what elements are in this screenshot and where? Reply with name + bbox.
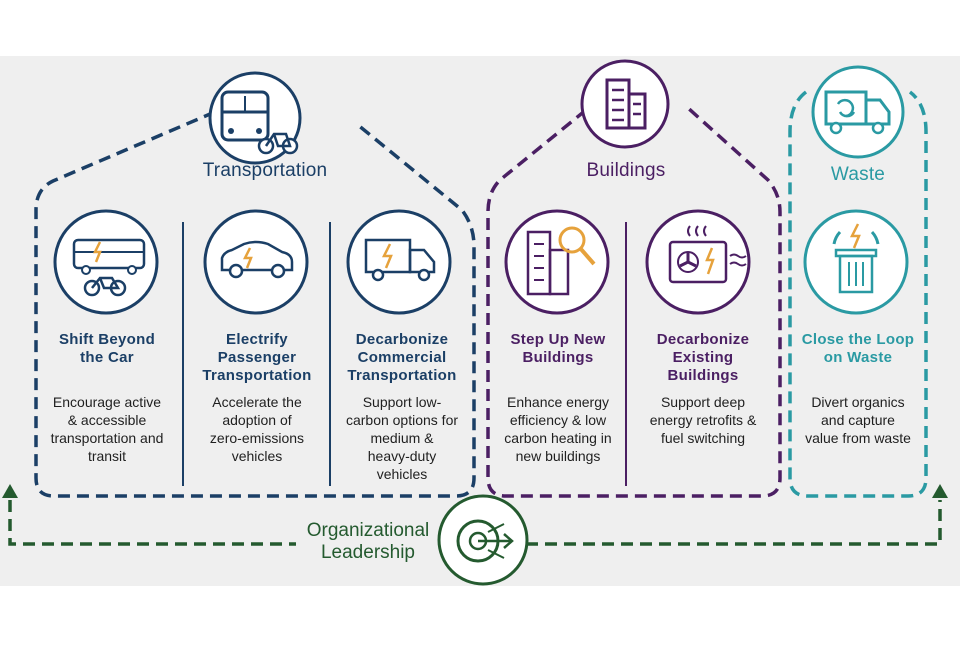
electric-truck-icon xyxy=(346,209,452,315)
action-title-close-the-loop: Close the Loop on Waste xyxy=(801,331,915,366)
action-title-decarbonize-existing: Decarbonize Existing Buildings xyxy=(656,331,750,384)
action-desc-decarbonize-existing: Support deep energy retrofits & fuel swi… xyxy=(649,394,757,446)
action-desc-electrify-passenger: Accelerate the adoption of zero-emission… xyxy=(209,394,305,464)
action-title-step-up-new-buildings: Step Up New Buildings xyxy=(510,331,606,366)
building-magnifier-icon xyxy=(504,209,610,315)
action-desc-close-the-loop: Divert organics and capture value from w… xyxy=(805,394,911,446)
waste-title: Waste xyxy=(830,164,886,185)
leadership-arrowhead-left xyxy=(2,484,18,498)
heat-pump-icon xyxy=(645,209,751,315)
recycling-bin-icon xyxy=(803,209,909,315)
transportation-outline xyxy=(34,95,476,498)
buildings-title: Buildings xyxy=(586,160,666,181)
transportation-title: Transportation xyxy=(202,160,328,181)
bus-and-bicycle-icon xyxy=(208,71,302,165)
leadership-arrow-line xyxy=(8,500,942,546)
action-desc-shift-beyond-car: Encourage active & accessible transporta… xyxy=(50,394,164,464)
action-title-electrify-passenger: Electrify Passenger Transportation xyxy=(202,331,312,384)
action-title-shift-beyond-car: Shift Beyond the Car xyxy=(58,331,156,366)
action-desc-step-up-new-buildings: Enhance energy efficiency & low carbon h… xyxy=(504,394,612,464)
leadership-label: Organizational Leadership xyxy=(306,520,430,563)
leadership-arrowhead-right xyxy=(932,484,948,498)
buildings-outline xyxy=(486,106,782,498)
gear-arrow-icon xyxy=(437,494,529,586)
recycling-truck-icon xyxy=(811,65,905,159)
action-title-decarbonize-commercial: Decarbonize Commercial Transportation xyxy=(347,331,457,384)
electric-car-icon xyxy=(203,209,309,315)
action-desc-decarbonize-commercial: Support low- carbon options for medium &… xyxy=(345,394,459,482)
buildings-icon xyxy=(580,59,670,149)
bus-bicycle-icon xyxy=(53,209,159,315)
